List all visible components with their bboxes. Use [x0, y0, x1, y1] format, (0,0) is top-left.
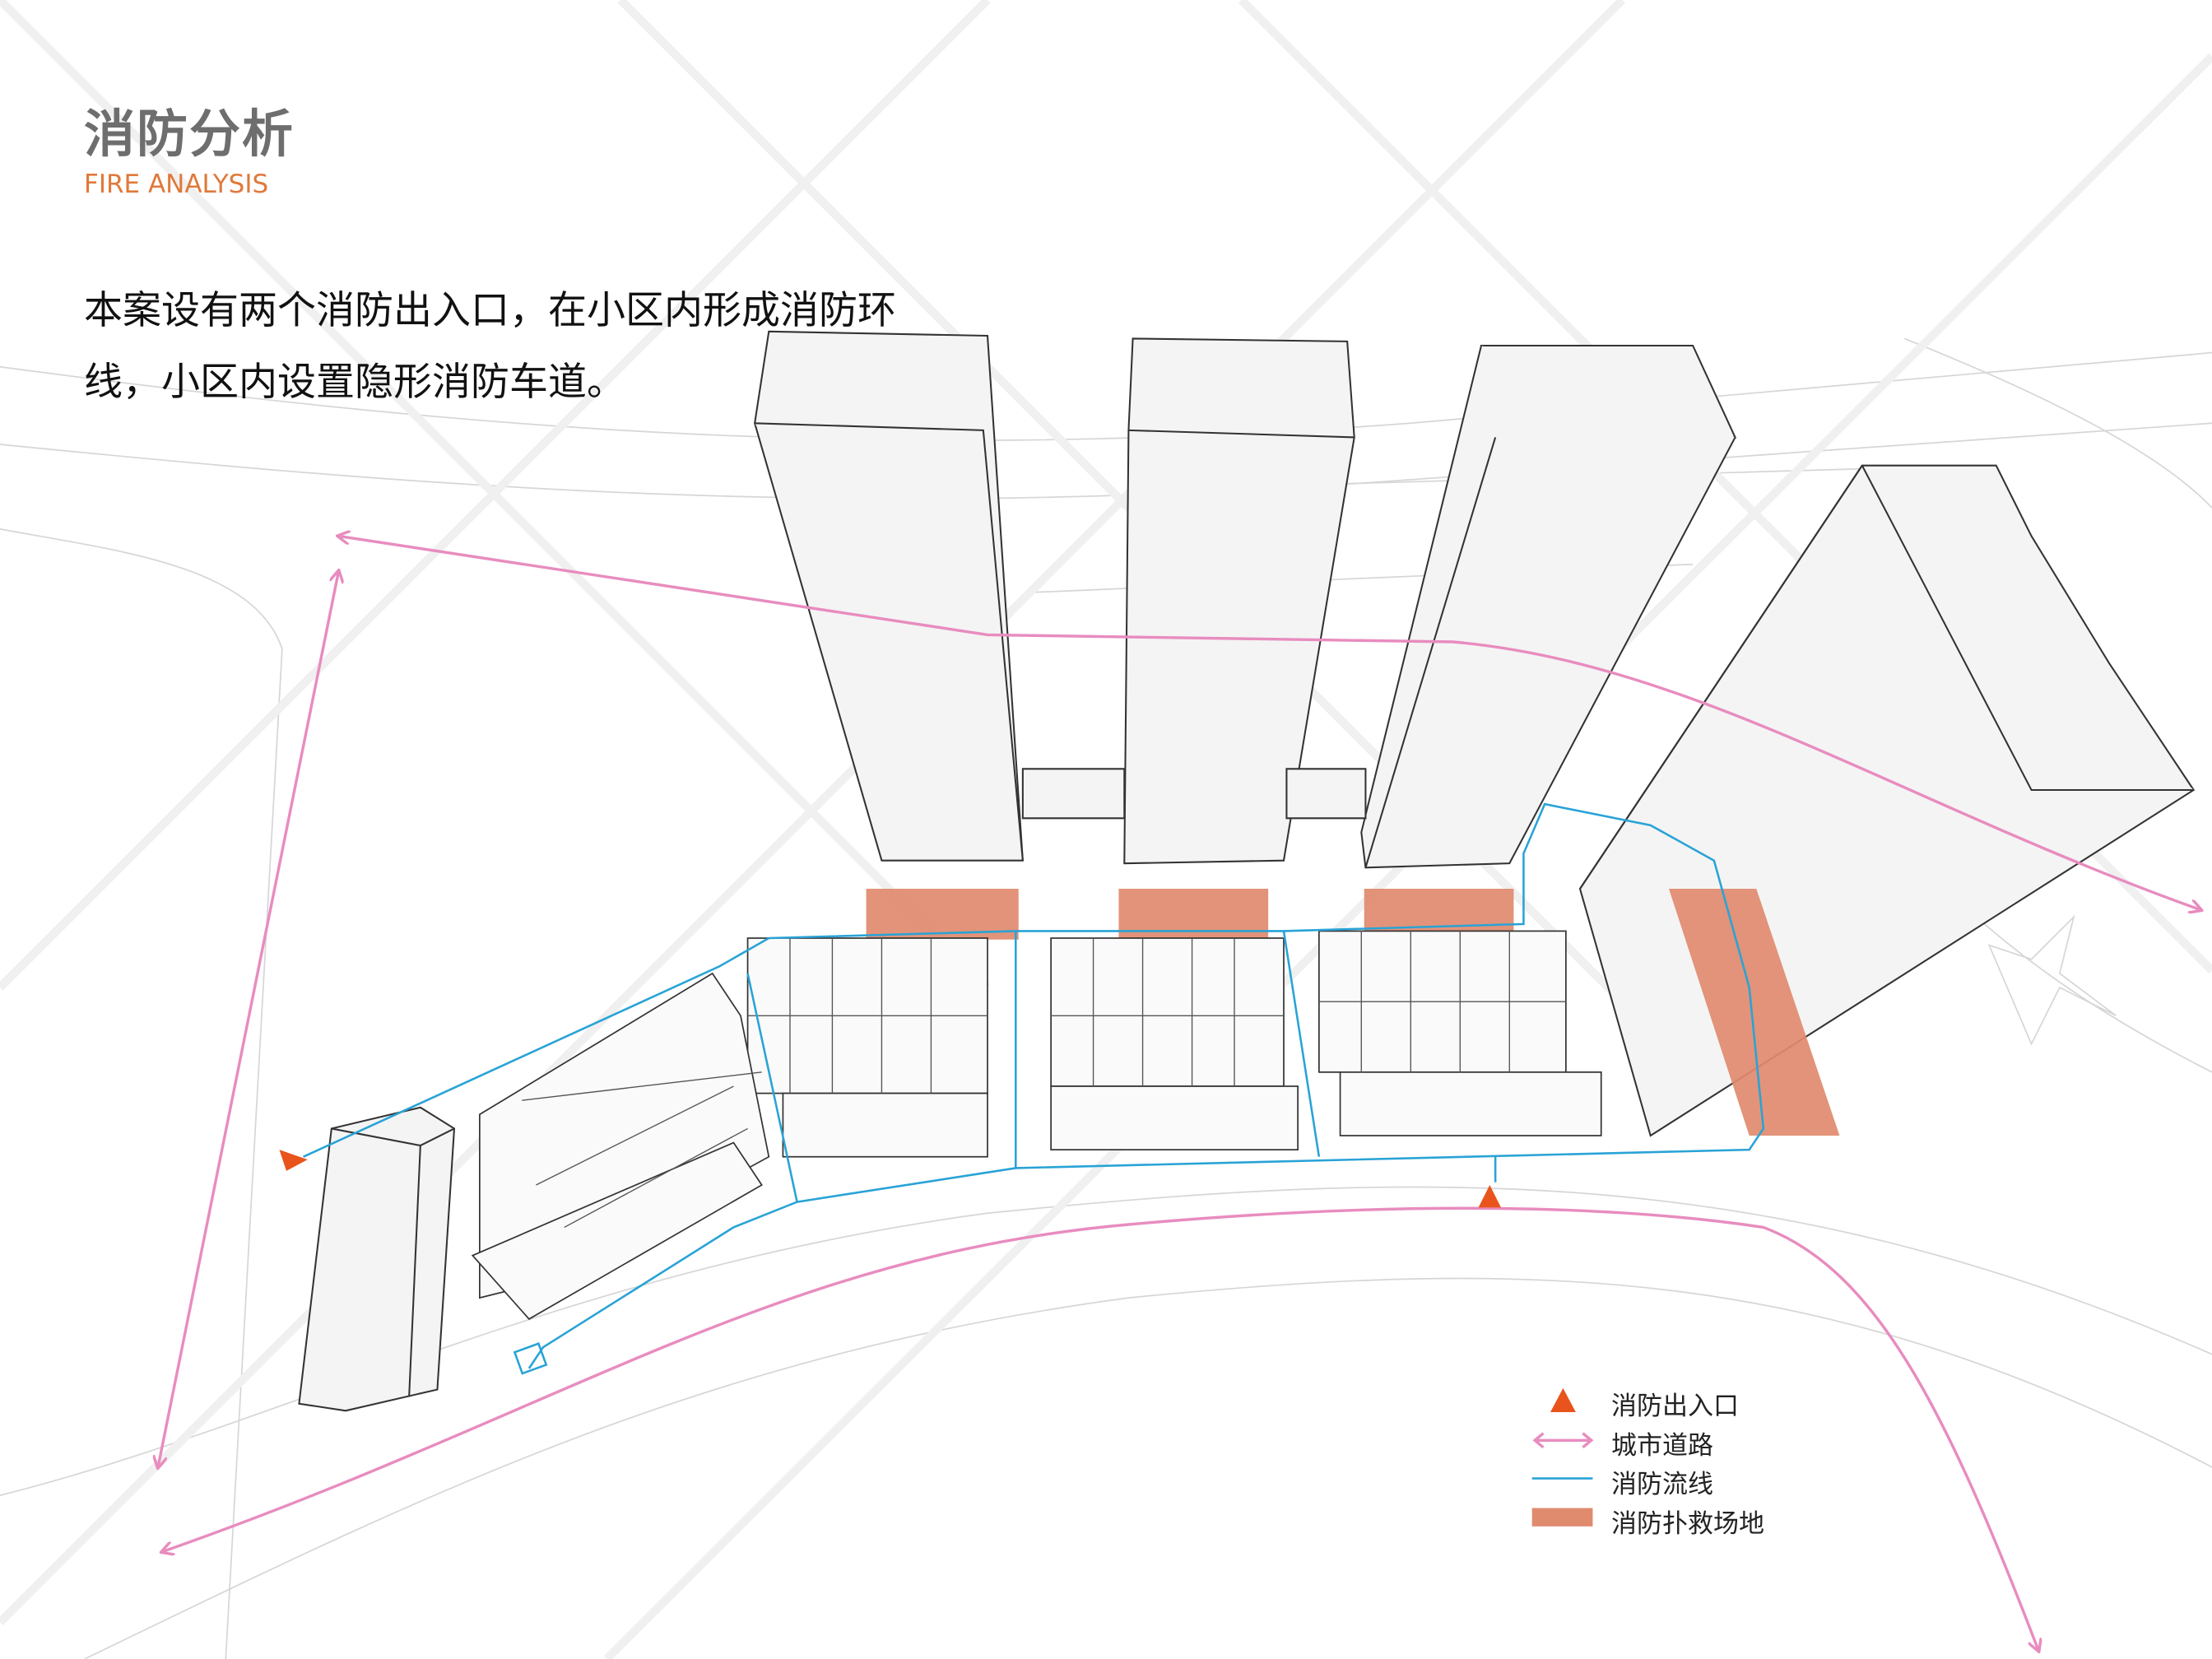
low-rise-blocks — [471, 930, 1602, 1320]
triangle-icon — [1550, 1387, 1576, 1412]
legend-label-city-road: 城市道路 — [1611, 1431, 1713, 1461]
entrance-triangle-icon — [279, 1150, 308, 1171]
rect-icon — [1531, 1508, 1593, 1527]
page-subtitle: FIRE ANALYSIS — [84, 170, 269, 199]
legend-label-fire-route: 消防流线 — [1611, 1470, 1713, 1499]
fire-entrances — [279, 1150, 1501, 1208]
description-line-1: 本案设有两个消防出入口，在小区内形成消防环 — [84, 288, 896, 333]
legend-symbols — [1531, 1387, 1594, 1527]
city-roads — [158, 536, 2200, 1650]
entrance-triangle-icon — [1478, 1185, 1501, 1208]
legend-label-entrance: 消防出入口 — [1611, 1392, 1739, 1421]
double-arrow-icon — [1532, 1432, 1594, 1449]
page-title: 消防分析 — [84, 104, 295, 164]
description-line-2: 线，小区内设置隐形消防车道。 — [84, 360, 625, 405]
block-detail-lines — [522, 931, 1566, 1229]
legend-label-rescue-area: 消防扑救场地 — [1611, 1509, 1764, 1539]
rescue-area-4 — [1669, 889, 1840, 1136]
